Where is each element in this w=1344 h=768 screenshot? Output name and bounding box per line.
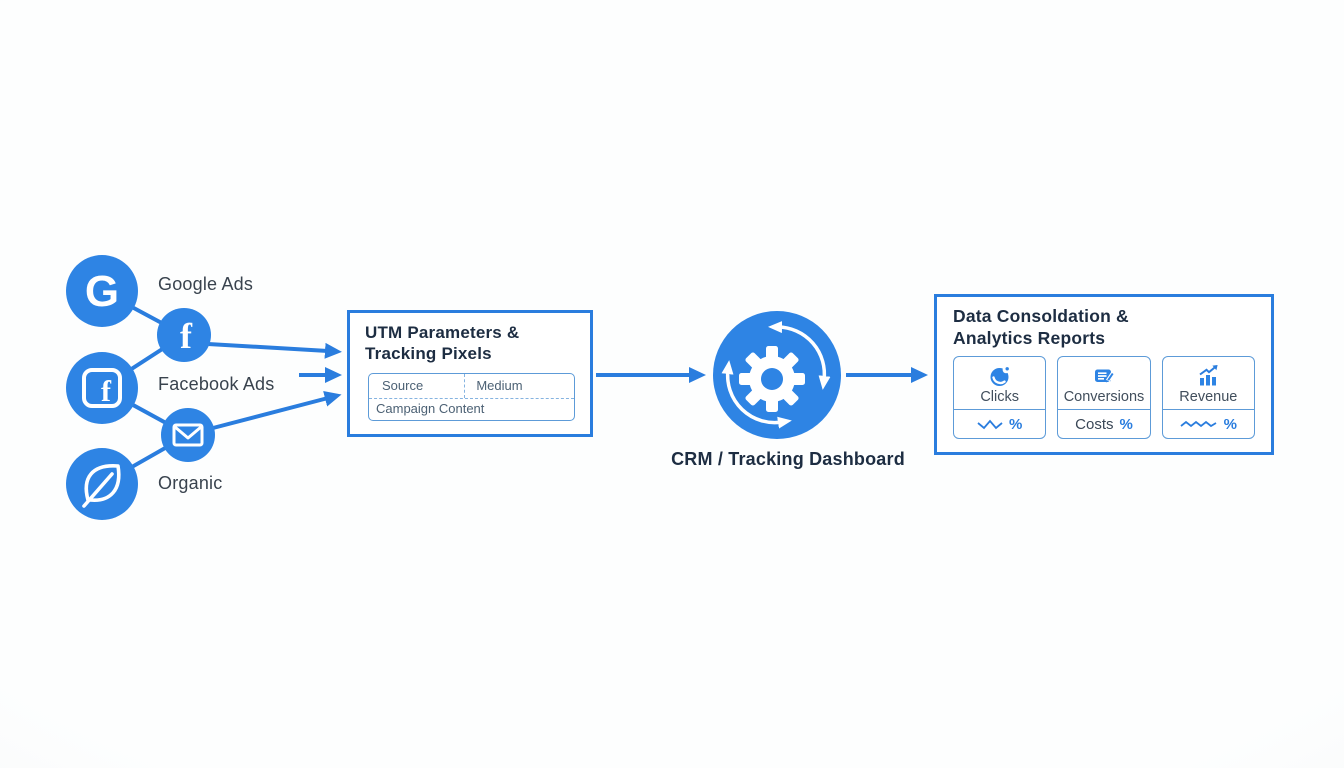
- gear-icon: [739, 346, 805, 412]
- conversions-label: Conversions: [1063, 389, 1145, 405]
- reports-box-title: Data Consoldation & Analytics Reports: [937, 297, 1271, 349]
- utm-box-title: UTM Parameters & Tracking Pixels: [350, 313, 590, 364]
- utm-source-cell: Source: [369, 374, 466, 398]
- trend-zigzag-icon: [1180, 420, 1217, 428]
- metric-card-clicks: Clicks %: [953, 356, 1047, 439]
- click-icon: [990, 366, 1010, 386]
- metric-card-conversions: Conversions Costs %: [1057, 356, 1151, 439]
- clicks-percent: %: [1008, 415, 1023, 433]
- utm-input-arrows: [207, 342, 342, 430]
- sync-arrows-icon: [721, 321, 831, 429]
- costs-label: Costs: [1075, 415, 1114, 433]
- metric-cards: Clicks %: [953, 356, 1255, 439]
- facebook-ads-label: Facebook Ads: [158, 374, 275, 394]
- utm-table-row1: Source Medium: [369, 374, 574, 399]
- organic-label: Organic: [158, 473, 223, 493]
- flow-arrow: [212, 391, 342, 430]
- revenue-percent: %: [1223, 415, 1237, 433]
- facebook-glyph: f: [101, 375, 112, 408]
- utm-campaign-cell: Campaign Content: [376, 401, 485, 416]
- trend-zigzag-icon: [977, 419, 1003, 430]
- utm-table: Source Medium Campaign Content: [368, 373, 575, 421]
- crm-dashboard-label: CRM / Tracking Dashboard: [671, 449, 905, 469]
- utm-title-line2: Tracking Pixels: [365, 344, 492, 363]
- utm-title-line1: UTM Parameters &: [365, 323, 520, 342]
- envelope-icon: [161, 408, 215, 462]
- google-icon: G: [66, 255, 138, 327]
- metric-card-revenue: Revenue %: [1161, 356, 1255, 439]
- clicks-label: Clicks: [980, 389, 1019, 405]
- facebook-small-glyph: f: [180, 316, 193, 356]
- google-ads-label: Google Ads: [158, 274, 254, 294]
- facebook-small-icon: f: [157, 308, 211, 362]
- conversions-icon: [1094, 369, 1116, 383]
- facebook-icon: f: [66, 352, 138, 424]
- crm-circle: [713, 311, 841, 439]
- reports-box: Data Consoldation & Analytics Reports Cl…: [934, 294, 1274, 455]
- google-glyph: G: [85, 267, 119, 316]
- utm-medium-cell: Medium: [476, 378, 523, 393]
- conversions-percent: %: [1119, 415, 1133, 433]
- reports-title-line2: Analytics Reports: [953, 328, 1106, 348]
- utm-parameters-box: UTM Parameters & Tracking Pixels Source …: [347, 310, 593, 437]
- leaf-icon: [66, 448, 138, 520]
- flow-arrow: [207, 342, 342, 359]
- revenue-label: Revenue: [1179, 389, 1238, 405]
- reports-title-line1: Data Consoldation &: [953, 306, 1129, 326]
- revenue-icon: [1199, 365, 1218, 386]
